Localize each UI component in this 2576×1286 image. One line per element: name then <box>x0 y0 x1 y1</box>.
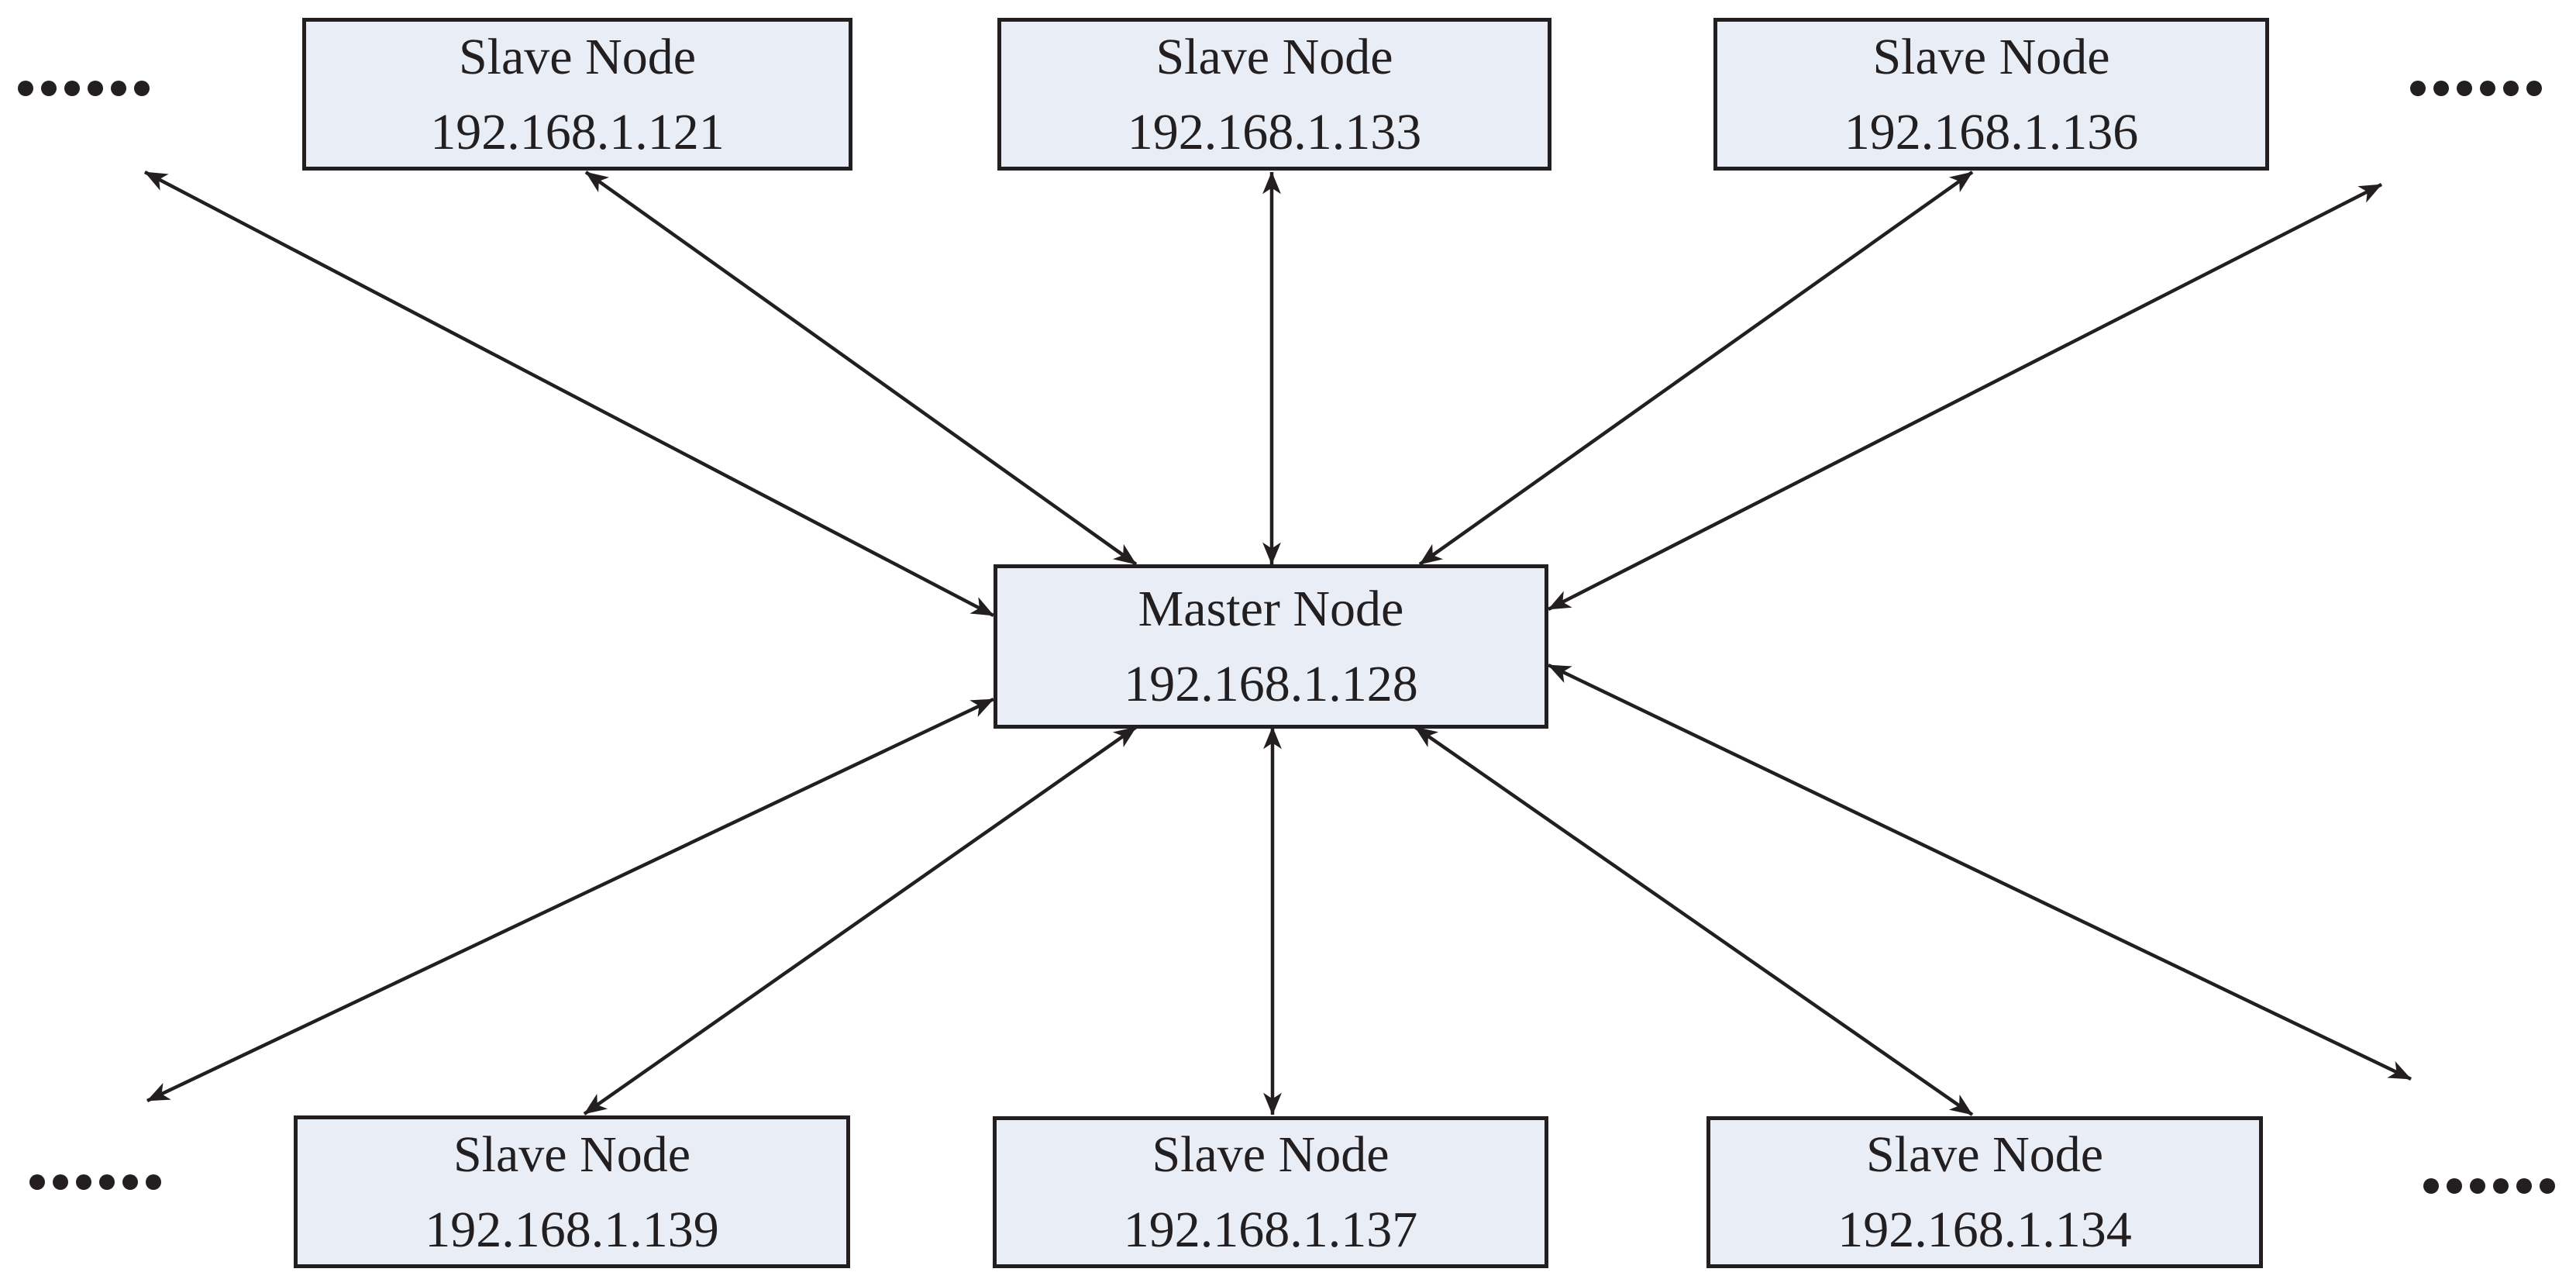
link-master-ellipsis-top-left <box>143 171 995 617</box>
dot <box>2516 1178 2532 1194</box>
dot <box>18 81 33 96</box>
dot <box>122 1174 138 1190</box>
dot <box>53 1174 68 1190</box>
ellipsis-icon-bottom-right: ...... <box>2423 1178 2555 1194</box>
dot <box>64 81 80 96</box>
dot <box>29 1174 45 1190</box>
dot <box>99 1174 115 1190</box>
node-role-label: Slave Node <box>453 1126 691 1183</box>
dot <box>2433 81 2449 96</box>
dot <box>111 81 126 96</box>
node-role-label: Slave Node <box>1155 28 1393 85</box>
node-role-label: Slave Node <box>1865 1126 2104 1183</box>
link-master-ellipsis-bottom-right <box>1548 663 2412 1081</box>
slave-node-bottom-left: Slave Node 192.168.1.139 <box>294 1115 850 1268</box>
node-ip-label: 192.168.1.137 <box>1123 1202 1418 1258</box>
dot <box>134 81 150 96</box>
slave-node-top-right: Slave Node 192.168.1.136 <box>1713 18 2269 171</box>
slave-node-bottom-center: Slave Node 192.168.1.137 <box>993 1116 1548 1268</box>
dot <box>2493 1178 2509 1194</box>
link-master-ellipsis-top-right <box>1547 182 2383 612</box>
master-node: Master Node 192.168.1.128 <box>994 564 1548 729</box>
node-ip-label: 192.168.1.121 <box>430 103 725 160</box>
ellipsis-icon-bottom-left: ...... <box>29 1174 161 1190</box>
dot <box>2470 1178 2485 1194</box>
slave-node-top-center: Slave Node 192.168.1.133 <box>997 18 1551 171</box>
dot <box>2410 81 2426 96</box>
ellipsis-icon-top-left: ...... <box>18 81 150 96</box>
node-role-label: Slave Node <box>458 28 697 85</box>
link-master-slave-top-right <box>1418 171 1974 566</box>
ellipsis-icon-top-right: ...... <box>2410 81 2542 96</box>
node-role-label: Slave Node <box>1152 1126 1390 1183</box>
link-master-ellipsis-bottom-left <box>146 697 994 1103</box>
dot <box>146 1174 161 1190</box>
dot <box>2526 81 2542 96</box>
link-master-slave-top-left <box>584 171 1138 566</box>
link-master-slave-bottom-left <box>583 726 1138 1115</box>
node-ip-label: 192.168.1.139 <box>425 1201 719 1258</box>
dot <box>2503 81 2519 96</box>
node-role-label: Slave Node <box>1872 28 2110 85</box>
node-ip-label: 192.168.1.128 <box>1124 656 1418 712</box>
link-master-slave-bottom-right <box>1414 726 1974 1116</box>
dot <box>2423 1178 2439 1194</box>
node-ip-label: 192.168.1.136 <box>1844 103 2139 160</box>
slave-node-bottom-right: Slave Node 192.168.1.134 <box>1706 1116 2263 1268</box>
dot <box>41 81 57 96</box>
dot <box>2447 1178 2462 1194</box>
dot <box>2480 81 2495 96</box>
node-ip-label: 192.168.1.134 <box>1837 1202 2132 1258</box>
slave-node-top-left: Slave Node 192.168.1.121 <box>302 18 852 171</box>
node-ip-label: 192.168.1.133 <box>1127 103 1422 160</box>
node-role-label: Master Node <box>1138 581 1404 637</box>
dot <box>2457 81 2472 96</box>
dot <box>76 1174 91 1190</box>
dot <box>88 81 103 96</box>
dot <box>2540 1178 2555 1194</box>
